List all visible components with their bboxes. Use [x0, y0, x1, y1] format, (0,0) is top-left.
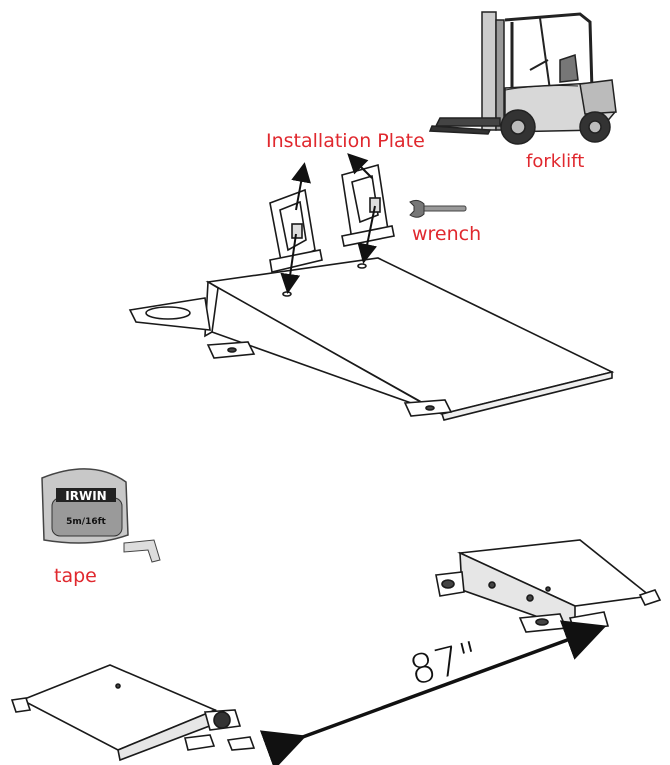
tape-measure-icon: IRWIN 5m/16ft: [41, 468, 161, 563]
ramp-bottom-left: [10, 664, 256, 762]
tape-label: tape: [54, 565, 97, 587]
dimension-arrow: [259, 620, 607, 765]
forklift-icon: [428, 11, 617, 145]
wrench-label: wrench: [412, 223, 482, 245]
wrench-icon: [409, 199, 467, 218]
plate-arrows: [280, 153, 377, 294]
ramp-top: [128, 163, 615, 421]
installation-plate-label: Installation Plate: [266, 130, 425, 152]
tape-size-text: 5m/16ft: [66, 517, 106, 527]
forklift-label: forklift: [526, 151, 585, 172]
ramp-bottom-right: [435, 539, 662, 633]
tape-brand-text: IRWIN: [65, 489, 106, 503]
